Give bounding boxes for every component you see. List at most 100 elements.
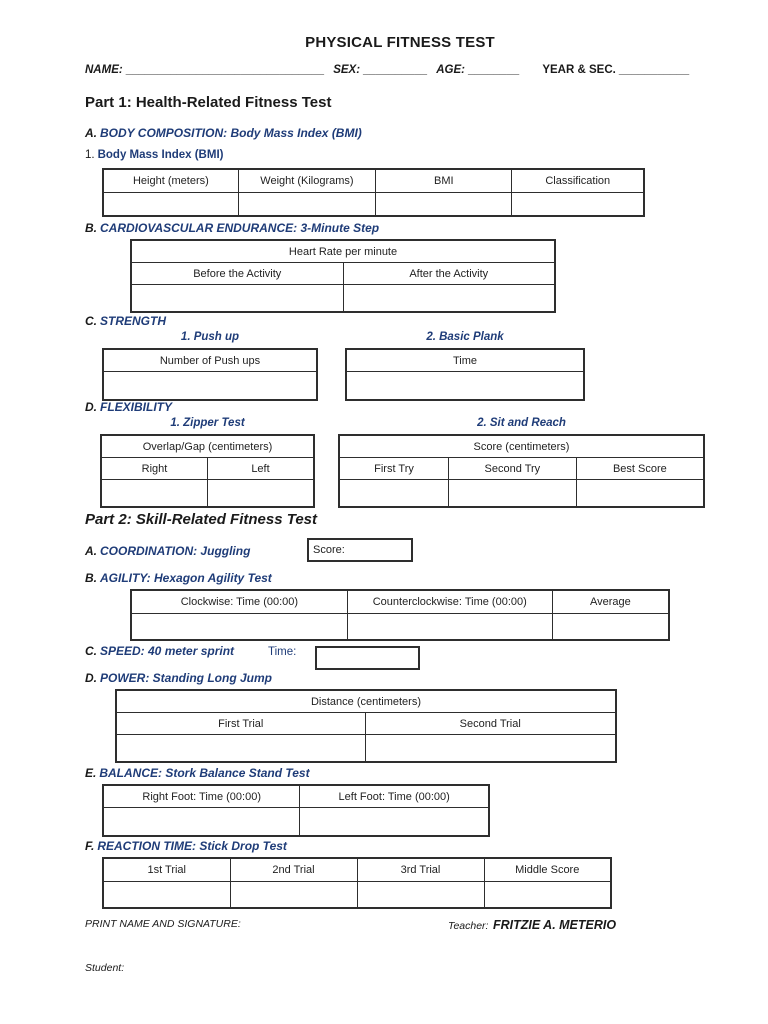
section-heading-coordination: A.COORDINATION: Juggling xyxy=(85,544,250,558)
name-label: NAME: xyxy=(85,64,123,76)
subheading-prefix: 1. xyxy=(85,149,95,161)
agility-input-cell[interactable] xyxy=(346,613,553,641)
page-title: PHYSICAL FITNESS TEST xyxy=(305,34,495,51)
age-blank-line[interactable]: ________ xyxy=(467,64,520,76)
juggling-score-box[interactable]: Score: xyxy=(307,538,413,562)
zipper-table: Overlap/Gap (centimeters) Right Left xyxy=(100,434,315,508)
sit-and-reach-label: 2. Sit and Reach xyxy=(477,417,566,429)
score-label: Score: xyxy=(313,544,345,556)
sit-reach-span-header: Score (centimeters) xyxy=(338,434,705,458)
pushup-input-cell[interactable] xyxy=(102,371,318,401)
pushup-col-header: Number of Push ups xyxy=(102,348,318,372)
plank-input-cell[interactable] xyxy=(345,371,585,401)
long-jump-input-cell[interactable] xyxy=(115,734,366,763)
agility-col-header: Counterclockwise: Time (00:00) xyxy=(346,589,553,614)
long-jump-col-header: First Trial xyxy=(115,712,366,735)
part1-heading: Part 1: Health-Related Fitness Test xyxy=(85,94,332,111)
section-title: FLEXIBILITY xyxy=(100,400,172,414)
bmi-input-cell[interactable] xyxy=(511,192,645,217)
sex-blank-line[interactable]: __________ xyxy=(363,64,427,76)
stick-drop-col-header: 3rd Trial xyxy=(356,857,485,882)
subheading-title: Body Mass Index (BMI) xyxy=(97,149,224,161)
teacher-line: Teacher: FRITZIE A. METERIO xyxy=(448,916,616,934)
agility-col-header: Clockwise: Time (00:00) xyxy=(130,589,348,614)
agility-table: Clockwise: Time (00:00) Counterclockwise… xyxy=(130,589,670,641)
teacher-label: Teacher: xyxy=(448,920,489,932)
section-heading-cardio: B.CARDIOVASCULAR ENDURANCE: 3-Minute Ste… xyxy=(85,221,379,235)
stick-drop-input-cell[interactable] xyxy=(483,881,612,909)
agility-input-cell[interactable] xyxy=(551,613,670,641)
bmi-input-cell[interactable] xyxy=(102,192,239,217)
heart-rate-span-header: Heart Rate per minute xyxy=(130,239,556,263)
bmi-input-cell[interactable] xyxy=(375,192,513,217)
long-jump-col-header: Second Trial xyxy=(364,712,617,735)
section-heading-agility: B.AGILITY: Hexagon Agility Test xyxy=(85,571,272,585)
zipper-col-header: Right xyxy=(100,457,208,480)
print-name-signature-label: PRINT NAME AND SIGNATURE: xyxy=(85,918,241,930)
section-title: BODY COMPOSITION: Body Mass Index (BMI) xyxy=(100,126,362,140)
section-heading-flexibility: D.FLEXIBILITY xyxy=(85,400,172,414)
heart-rate-input-cell[interactable] xyxy=(130,284,344,313)
bmi-col-header: BMI xyxy=(375,168,513,193)
section-heading-speed: C.SPEED: 40 meter sprint xyxy=(85,644,234,658)
section-prefix: D. xyxy=(85,400,97,414)
section-prefix: E. xyxy=(85,766,97,780)
time-label: Time: xyxy=(268,646,297,658)
section-title: STRENGTH xyxy=(100,314,166,328)
bmi-input-cell[interactable] xyxy=(237,192,377,217)
sex-label: SEX: xyxy=(333,64,361,76)
stork-balance-table: Right Foot: Time (00:00) Left Foot: Time… xyxy=(102,784,490,837)
student-info-line: NAME:_______________________________ SEX… xyxy=(85,64,689,76)
agility-col-header: Average xyxy=(551,589,670,614)
sit-reach-input-cell[interactable] xyxy=(338,479,449,508)
section-heading-balance: E.BALANCE: Stork Balance Stand Test xyxy=(85,766,310,780)
stick-drop-col-header: Middle Score xyxy=(483,857,612,882)
bmi-col-header: Classification xyxy=(511,168,645,193)
stick-drop-col-header: 2nd Trial xyxy=(229,857,358,882)
section-prefix: D. xyxy=(85,671,97,685)
section-prefix: B. xyxy=(85,221,97,235)
heart-rate-table: Heart Rate per minute Before the Activit… xyxy=(130,239,556,313)
stick-drop-input-cell[interactable] xyxy=(102,881,231,909)
long-jump-input-cell[interactable] xyxy=(364,734,617,763)
section-title: BALANCE: Stork Balance Stand Test xyxy=(99,766,310,780)
sprint-time-box[interactable] xyxy=(315,646,420,670)
plank-label: 2. Basic Plank xyxy=(426,331,504,343)
zipper-col-header: Left xyxy=(207,457,315,480)
stork-col-header: Left Foot: Time (00:00) xyxy=(299,784,490,808)
zipper-test-label: 1. Zipper Test xyxy=(170,417,245,429)
stork-input-cell[interactable] xyxy=(299,807,490,837)
section-title: CARDIOVASCULAR ENDURANCE: 3-Minute Step xyxy=(100,221,380,235)
stork-input-cell[interactable] xyxy=(102,807,301,837)
section-title: POWER: Standing Long Jump xyxy=(100,671,272,685)
agility-input-cell[interactable] xyxy=(130,613,348,641)
zipper-input-cell[interactable] xyxy=(207,479,315,508)
name-blank-line[interactable]: _______________________________ xyxy=(125,64,324,76)
stick-drop-input-cell[interactable] xyxy=(229,881,358,909)
after-activity-header: After the Activity xyxy=(342,262,556,285)
heart-rate-input-cell[interactable] xyxy=(342,284,556,313)
section-heading-reaction: F.REACTION TIME: Stick Drop Test xyxy=(85,839,287,853)
stick-drop-input-cell[interactable] xyxy=(356,881,485,909)
sit-reach-col-header: Second Try xyxy=(448,457,577,480)
before-activity-header: Before the Activity xyxy=(130,262,344,285)
distance-span-header: Distance (centimeters) xyxy=(115,689,617,713)
bmi-table: Height (meters) Weight (Kilograms) BMI C… xyxy=(102,168,645,217)
section-title: REACTION TIME: Stick Drop Test xyxy=(97,839,287,853)
teacher-name: FRITZIE A. METERIO xyxy=(492,918,617,932)
bmi-subheading: 1.Body Mass Index (BMI) xyxy=(85,149,223,161)
section-heading-body-composition: A.BODY COMPOSITION: Body Mass Index (BMI… xyxy=(85,126,362,140)
pushup-table: Number of Push ups xyxy=(102,348,318,401)
pushup-label: 1. Push up xyxy=(180,331,240,343)
section-title: AGILITY: Hexagon Agility Test xyxy=(100,571,272,585)
sit-reach-input-cell[interactable] xyxy=(448,479,577,508)
sit-reach-input-cell[interactable] xyxy=(575,479,705,508)
stick-drop-table: 1st Trial 2nd Trial 3rd Trial Middle Sco… xyxy=(102,857,612,909)
year-sec-blank-line[interactable]: ___________ xyxy=(618,64,690,76)
section-title: SPEED: 40 meter sprint xyxy=(100,644,235,658)
zipper-input-cell[interactable] xyxy=(100,479,208,508)
section-title: COORDINATION: Juggling xyxy=(100,544,251,558)
bmi-col-header: Height (meters) xyxy=(102,168,239,193)
sit-reach-col-header: Best Score xyxy=(575,457,705,480)
section-prefix: A. xyxy=(85,544,97,558)
